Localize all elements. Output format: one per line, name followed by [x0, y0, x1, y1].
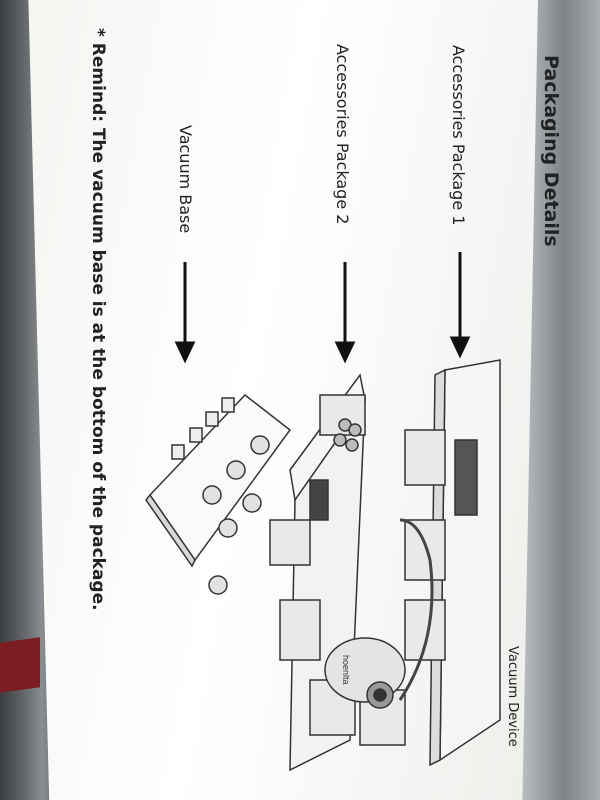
vacuum-hose — [398, 518, 434, 701]
arrow-head-base — [174, 341, 196, 364]
brand-logo-text: hoenlta — [341, 655, 351, 685]
vacuum-base-plate — [145, 393, 292, 595]
arrow-head-2 — [334, 341, 356, 364]
package-stack — [269, 359, 501, 772]
arrow-head-1 — [449, 336, 471, 359]
